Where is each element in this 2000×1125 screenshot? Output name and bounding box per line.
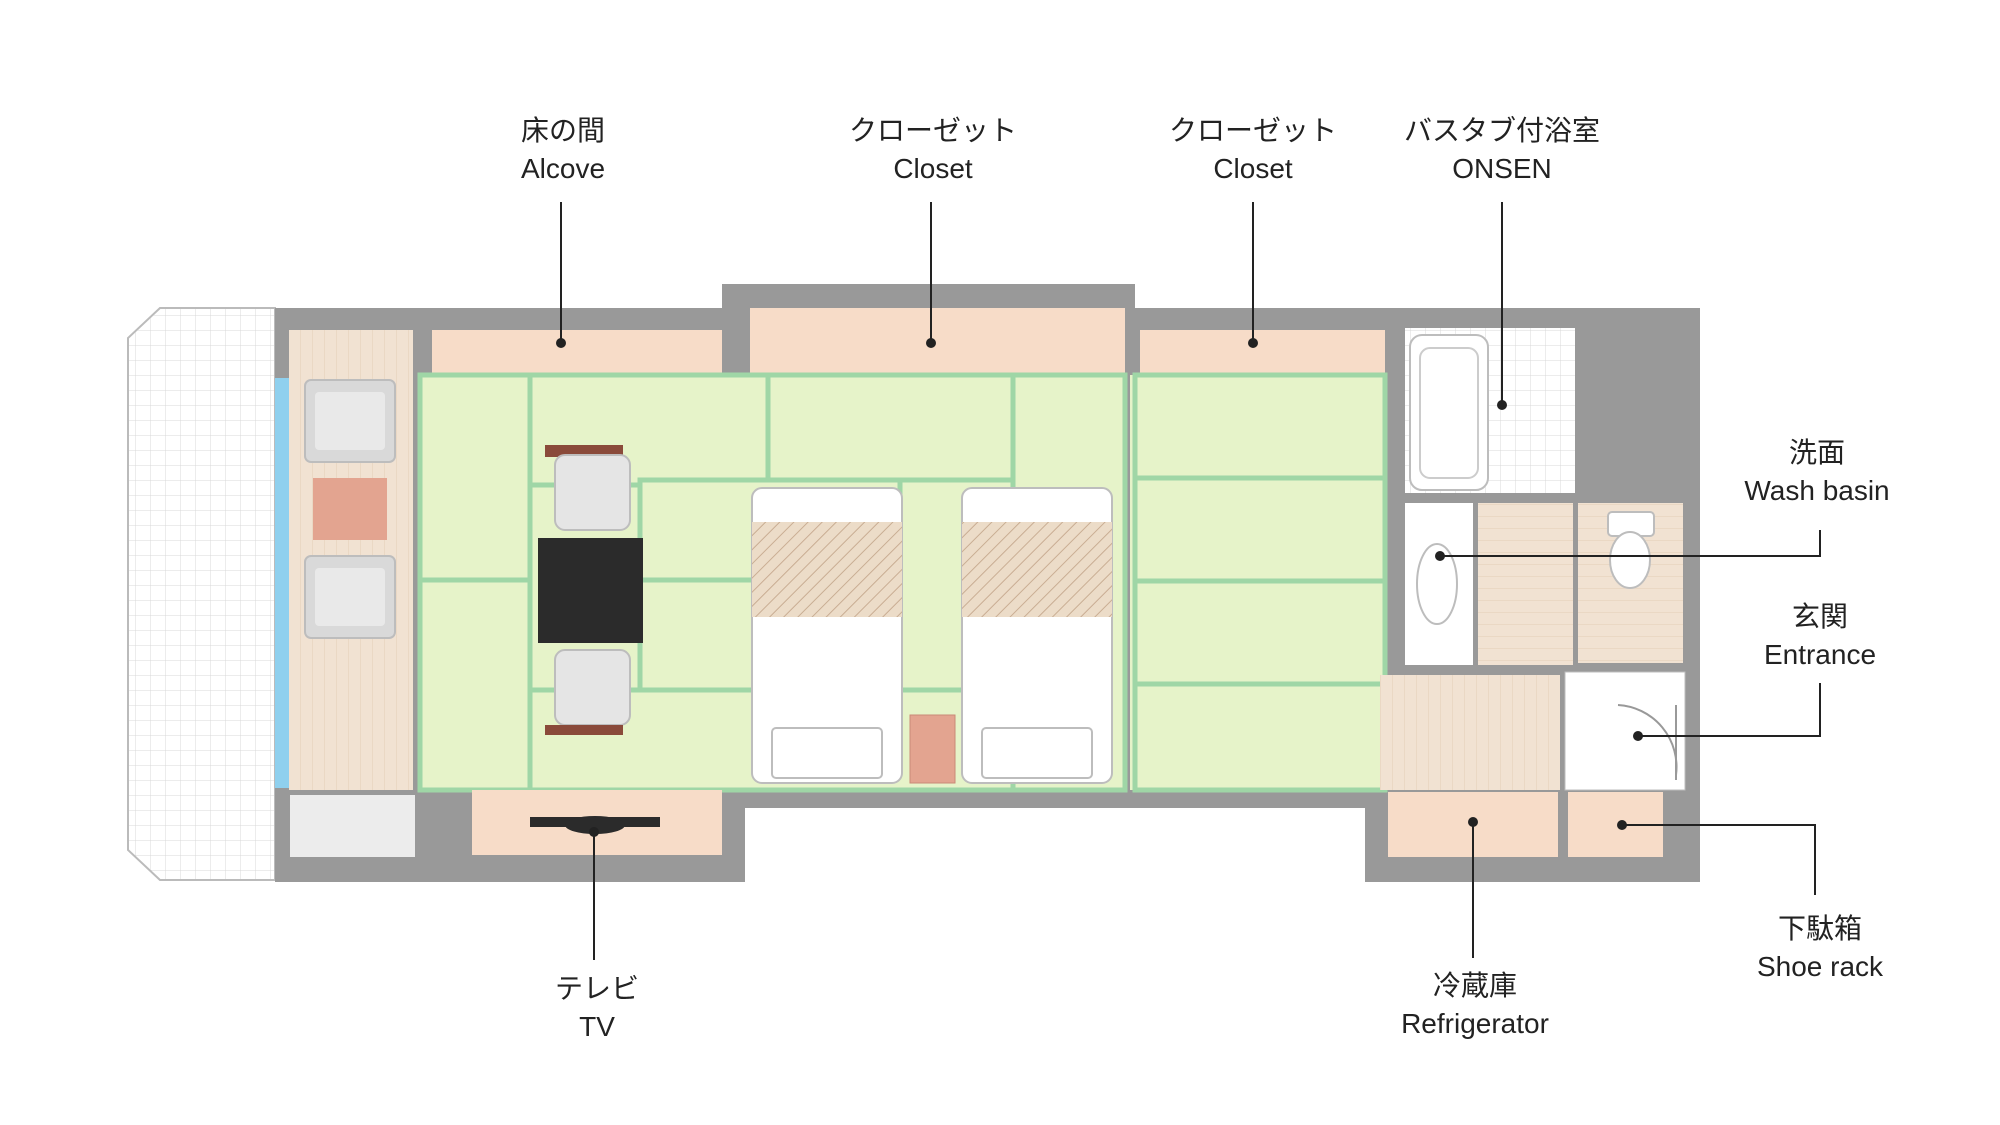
label-onsen-jp: バスタブ付浴室 — [1404, 114, 1600, 147]
label-closet-2-en: Closet — [1213, 153, 1293, 184]
label-closet-1: クローゼット Closet — [849, 114, 1017, 184]
tatami-room-second — [1130, 372, 1388, 793]
label-refrigerator-jp: 冷蔵庫 — [1433, 969, 1517, 1002]
label-entrance-en: Entrance — [1764, 639, 1876, 670]
label-tv: テレビ TV — [555, 972, 639, 1042]
label-alcove-jp: 床の間 — [521, 114, 605, 147]
label-closet-2-jp: クローゼット — [1169, 114, 1337, 147]
entry-floor — [1380, 675, 1560, 790]
deck-chair-1 — [304, 379, 396, 463]
label-entrance: 玄関 Entrance — [1764, 600, 1876, 670]
label-onsen: バスタブ付浴室 ONSEN — [1404, 114, 1600, 184]
label-closet-1-en: Closet — [893, 153, 973, 184]
entrance-area — [1564, 671, 1686, 791]
deck-table — [313, 478, 387, 540]
marble-slab — [290, 795, 415, 857]
label-entrance-jp: 玄関 — [1792, 600, 1848, 633]
label-wash-basin-en: Wash basin — [1744, 475, 1889, 506]
window — [275, 378, 289, 788]
wash-basin-area — [1405, 503, 1573, 665]
label-tv-en: TV — [579, 1011, 615, 1042]
closet-1-cabinet — [750, 308, 1125, 375]
bed-1 — [751, 487, 903, 784]
label-refrigerator-en: Refrigerator — [1401, 1008, 1549, 1039]
onsen-bathroom — [1405, 328, 1575, 493]
bedside-table — [909, 714, 956, 784]
toilet-room — [1578, 503, 1683, 663]
label-wash-basin-jp: 洗面 — [1789, 436, 1845, 469]
closet-2-cabinet — [1140, 330, 1385, 375]
label-wash-basin: 洗面 Wash basin — [1744, 436, 1889, 506]
low-table-set — [538, 445, 643, 735]
label-alcove: 床の間 Alcove — [521, 114, 605, 184]
label-onsen-en: ONSEN — [1452, 153, 1552, 184]
label-refrigerator: 冷蔵庫 Refrigerator — [1401, 969, 1549, 1039]
label-shoe-rack: 下駄箱 Shoe rack — [1757, 912, 1884, 982]
deck-chair-2 — [304, 555, 396, 639]
label-tv-jp: テレビ — [555, 972, 639, 1005]
label-closet-2: クローゼット Closet — [1169, 114, 1337, 184]
balcony — [127, 307, 276, 881]
leader-lines — [556, 202, 1821, 960]
label-shoe-rack-jp: 下駄箱 — [1778, 912, 1862, 945]
label-closet-1-jp: クローゼット — [849, 114, 1017, 147]
bed-2 — [961, 487, 1113, 784]
alcove-shelf — [432, 330, 722, 375]
label-shoe-rack-en: Shoe rack — [1757, 951, 1884, 982]
tv-set — [530, 816, 660, 834]
label-alcove-en: Alcove — [521, 153, 605, 184]
